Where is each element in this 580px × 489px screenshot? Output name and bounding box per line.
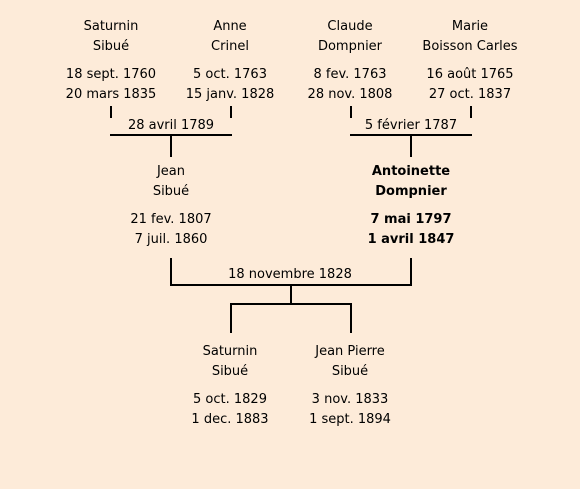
birth-date: 8 fev. 1763 (313, 67, 387, 82)
person-card: Saturnin Sibué 18 sept. 1760 20 mars 183… (36, 17, 186, 105)
birth-date: 16 août 1765 (426, 67, 514, 82)
person-card: Claude Dompnier 8 fev. 1763 28 nov. 1808 (275, 17, 425, 105)
person-card: Anne Crinel 5 oct. 1763 15 janv. 1828 (155, 17, 305, 105)
birth-date: 7 mai 1797 (370, 212, 452, 227)
last-name: Dompnier (317, 39, 383, 54)
person-card: Jean Sibué 21 fev. 1807 7 juil. 1860 (96, 162, 246, 250)
death-date: 1 avril 1847 (367, 232, 455, 247)
last-name: Boisson Carles (422, 39, 518, 54)
first-name: Jean Pierre (315, 344, 385, 359)
death-date: 1 sept. 1894 (309, 412, 391, 427)
death-date: 28 nov. 1808 (307, 87, 393, 102)
last-name: Sibué (152, 184, 190, 199)
death-date: 1 dec. 1883 (191, 412, 269, 427)
person-card: Marie Boisson Carles 16 août 1765 27 oct… (395, 17, 545, 105)
last-name: Crinel (211, 39, 249, 54)
marriage-date: 28 avril 1789 (71, 118, 271, 134)
birth-date: 21 fev. 1807 (130, 212, 212, 227)
last-name: Dompnier (375, 184, 447, 199)
birth-date: 5 oct. 1763 (193, 67, 267, 82)
birth-date: 3 nov. 1833 (311, 392, 389, 407)
last-name: Sibué (92, 39, 130, 54)
death-date: 27 oct. 1837 (428, 87, 512, 102)
person-card: Saturnin Sibué 5 oct. 1829 1 dec. 1883 (155, 342, 305, 430)
birth-date: 18 sept. 1760 (65, 67, 157, 82)
death-date: 20 mars 1835 (65, 87, 157, 102)
birth-date: 5 oct. 1829 (193, 392, 267, 407)
marriage-date: 18 novembre 1828 (190, 267, 390, 283)
first-name: Anne (213, 19, 247, 34)
last-name: Sibué (331, 364, 369, 379)
first-name: Claude (327, 19, 373, 34)
first-name: Saturnin (202, 344, 258, 359)
first-name: Jean (156, 164, 186, 179)
first-name: Antoinette (371, 164, 451, 179)
marriage-date: 5 février 1787 (311, 118, 511, 134)
last-name: Sibué (211, 364, 249, 379)
first-name: Saturnin (83, 19, 139, 34)
person-card: Jean Pierre Sibué 3 nov. 1833 1 sept. 18… (275, 342, 425, 430)
person-card-highlighted: Antoinette Dompnier 7 mai 1797 1 avril 1… (336, 162, 486, 250)
first-name: Marie (451, 19, 489, 34)
death-date: 7 juil. 1860 (134, 232, 208, 247)
death-date: 15 janv. 1828 (185, 87, 275, 102)
